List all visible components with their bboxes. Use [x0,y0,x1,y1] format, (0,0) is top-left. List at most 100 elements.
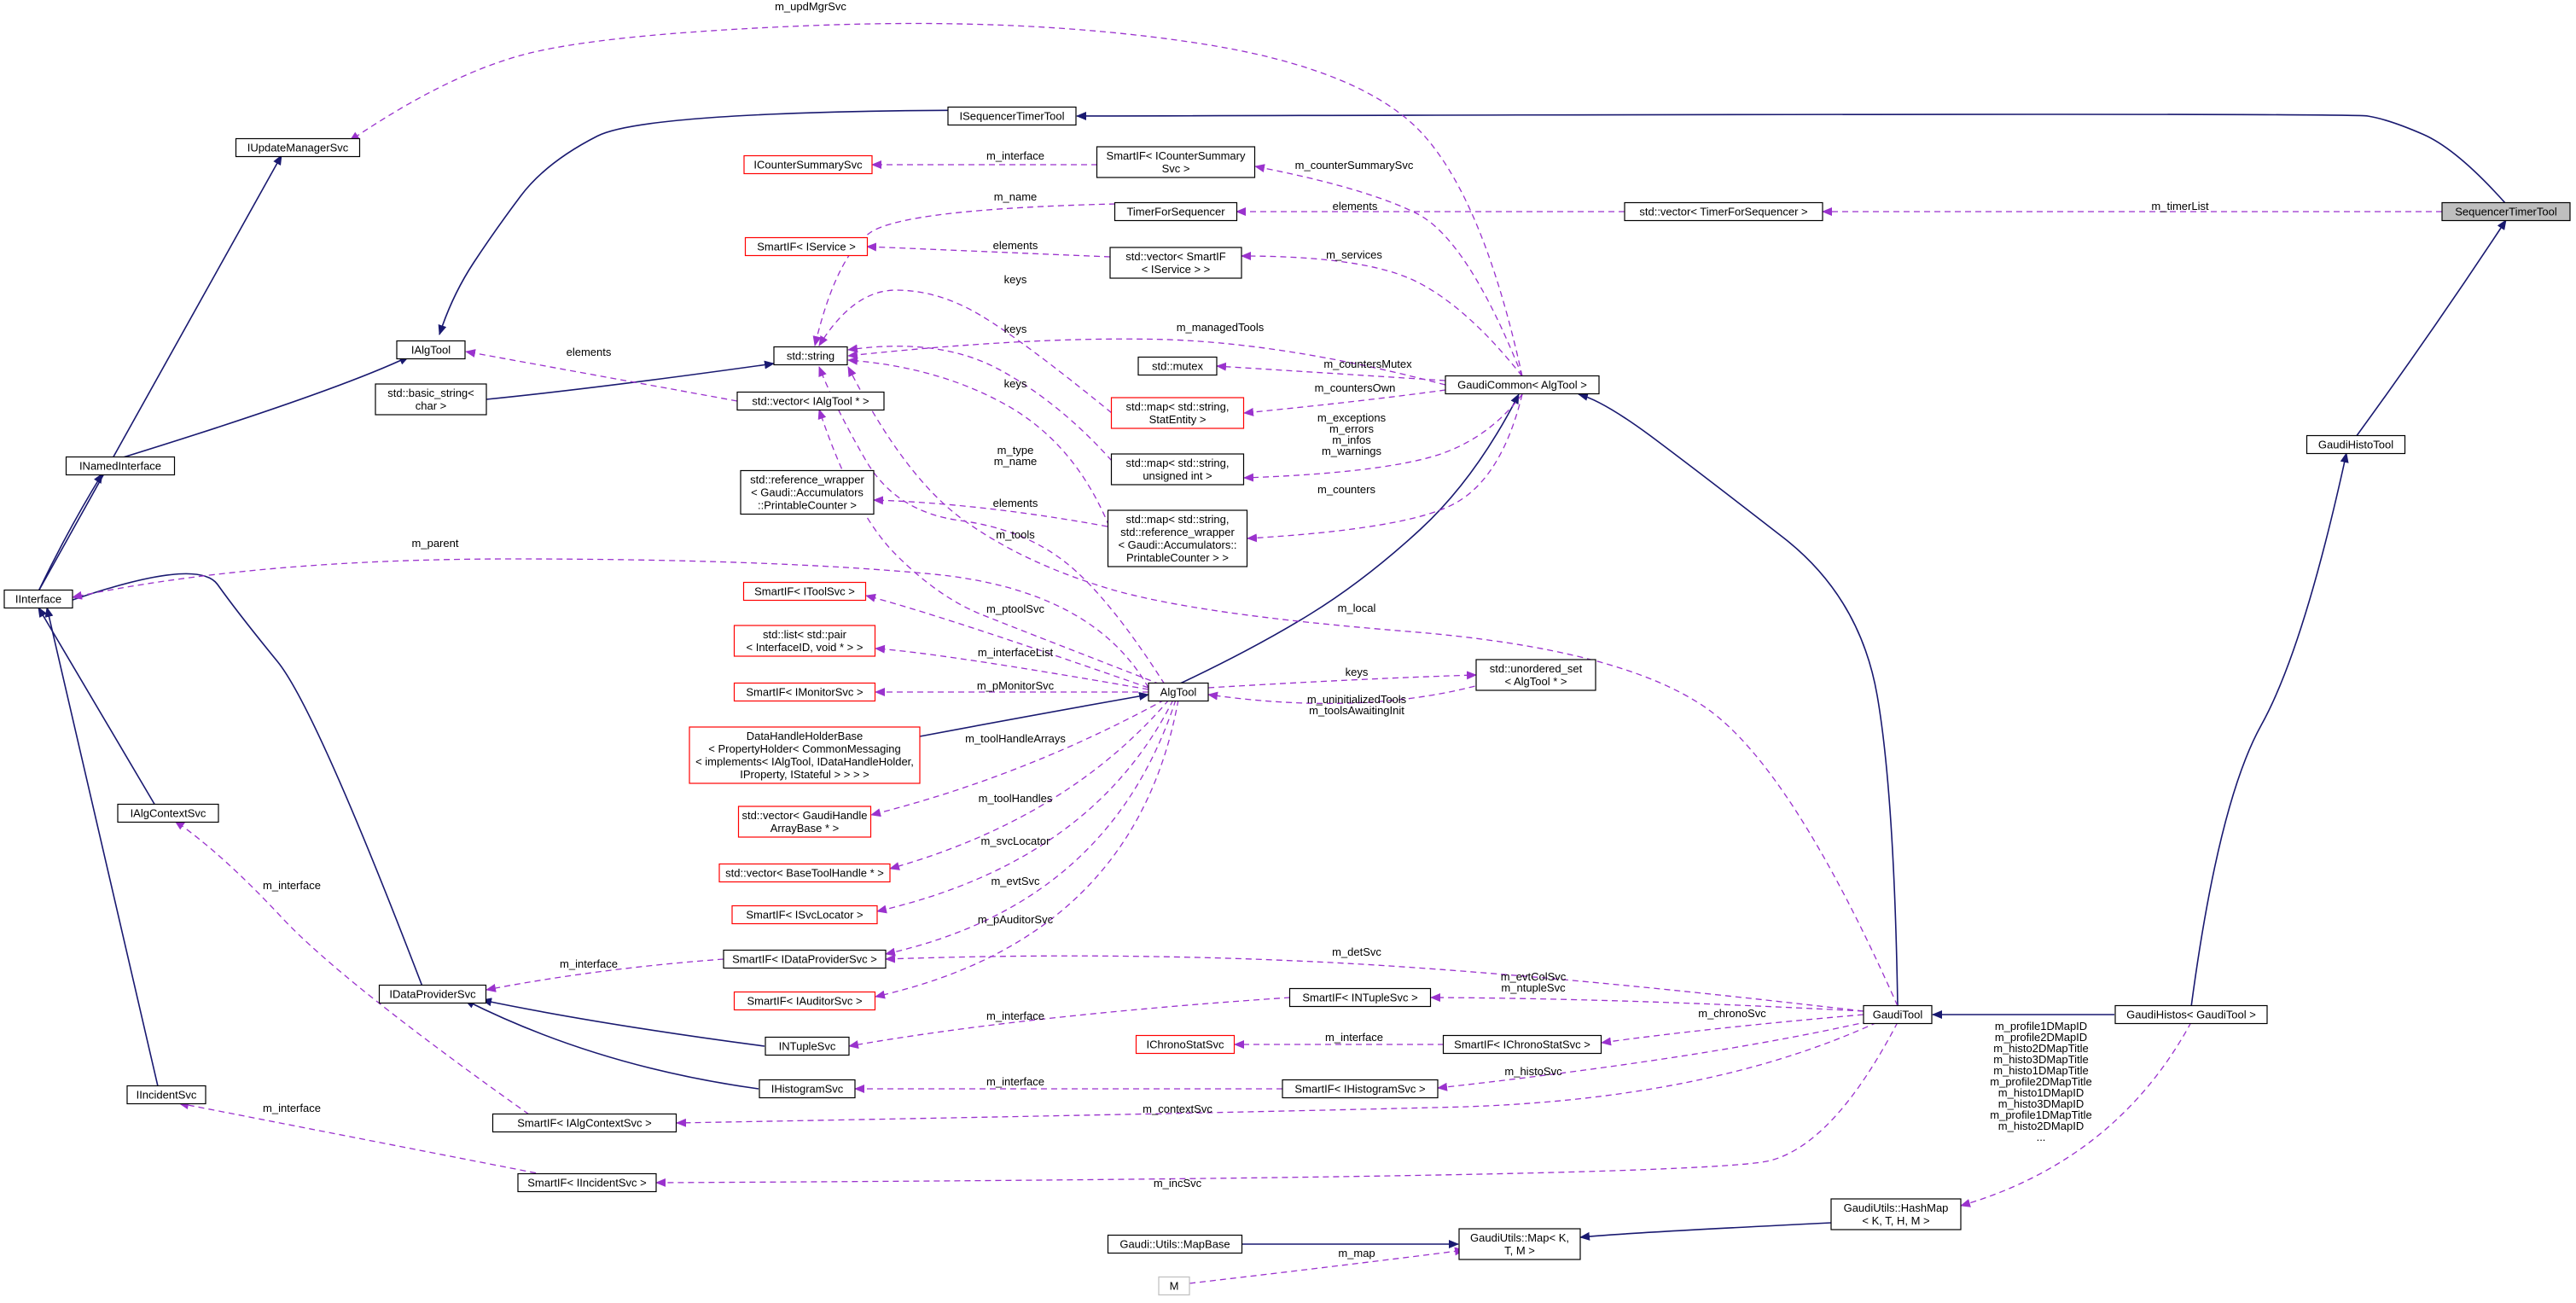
edge-label-line: m_name [994,455,1038,468]
class-node-sequencer-timer-tool[interactable]: SequencerTimerTool [2441,201,2571,222]
edge-label: m_pMonitorSvc [977,679,1055,692]
node-label-line: < AlgTool * > [1505,675,1567,688]
class-node-iupdate-manager-svc[interactable]: IUpdateManagerSvc [235,137,361,158]
edge-label: m_ptoolSvc [986,602,1044,615]
node-label: IIncidentSvc [137,1089,197,1102]
node-label-line: SmartIF< IAlgContextSvc > [517,1117,652,1130]
node-box [1624,201,1823,222]
class-node-ichrono-stat-svc[interactable]: IChronoStatSvc [1135,1034,1236,1055]
edge-label-line: m_detSvc [1332,945,1381,958]
class-node-basic-string[interactable]: std::basic_string<char > [375,383,487,416]
node-label: DataHandleHolderBase< PropertyHolder< Co… [695,730,914,781]
class-node-data-handle-holder-base[interactable]: DataHandleHolderBase< PropertyHolder< Co… [689,726,921,784]
usage-edge-std-mutex-to-gaudi-common-alg-tool [1216,362,1446,381]
class-node-smart-if-ihistogram-svc[interactable]: SmartIF< IHistogramSvc > [1282,1079,1439,1099]
class-node-gaudi-histo-tool[interactable]: GaudiHistoTool [2306,434,2406,455]
edge-label: m_toolHandleArrays [965,732,1066,745]
edge-label: m_tools [996,528,1035,541]
class-node-smart-if-idata-provider-svc[interactable]: SmartIF< IDataProviderSvc > [723,949,887,969]
class-node-ialg-tool[interactable]: IAlgTool [396,340,466,360]
class-node-reference-wrapper[interactable]: std::reference_wrapper< Gaudi::Accumulat… [740,469,875,515]
node-box [1114,201,1238,222]
class-node-map-unsigned[interactable]: std::map< std::string,unsigned int > [1110,453,1245,486]
edge-label-line: elements [567,346,612,358]
node-box [1107,509,1248,567]
edge-label: m_interface [986,149,1044,162]
class-node-smart-if-iservice[interactable]: SmartIF< IService > [744,236,869,257]
class-node-ialg-context-svc[interactable]: IAlgContextSvc [117,803,219,823]
class-node-smart-if-imonitor-svc[interactable]: SmartIF< IMonitorSvc > [733,682,876,702]
class-node-smart-if-iincident-svc[interactable]: SmartIF< IIncidentSvc > [517,1172,657,1193]
node-box [1475,659,1596,691]
class-node-hash-map[interactable]: GaudiUtils::HashMap< K, T, H, M > [1830,1198,1962,1230]
class-node-map-reference-wrapper[interactable]: std::map< std::string,std::reference_wra… [1107,509,1248,567]
class-node-std-string[interactable]: std::string [773,346,848,366]
class-node-map-base[interactable]: Gaudi::Utils::MapBase [1107,1234,1243,1254]
edge-label-line: m_histo3DMapTitle [1993,1053,2089,1066]
node-label-line: std::reference_wrapper [1120,526,1235,538]
class-node-smart-if-ichrono-stat-svc[interactable]: SmartIF< IChronoStatSvc > [1442,1034,1602,1055]
node-label: std::mutex [1152,360,1203,373]
class-node-timer-for-sequencer[interactable]: TimerForSequencer [1114,201,1238,222]
class-node-gaudi-histos-gaudi-tool[interactable]: GaudiHistos< GaudiTool > [2114,1004,2268,1025]
usage-edge-std-string-to-alg-tool [818,366,1166,685]
edge-labels-layer: m_updMgrSvcm_interfacem_counterSummarySv… [263,0,2209,1259]
class-node-vector-ialg-tool[interactable]: std::vector< IAlgTool * > [736,391,885,411]
node-label: std::map< std::string,std::reference_wra… [1118,513,1236,564]
node-label-line: IAlgTool [411,344,451,357]
node-label-line: T, M > [1504,1244,1535,1257]
edge-label: m_detSvc [1332,945,1381,958]
edge-label: m_interface [986,1009,1044,1022]
edge-label-line: keys [1004,323,1027,335]
usage-edge-gaudi-tool-to-std-string [847,366,1899,1007]
class-node-smart-if-isvc-locator[interactable]: SmartIF< ISvcLocator > [731,905,878,925]
node-label-line: GaudiHistos< GaudiTool > [2126,1009,2256,1021]
node-box [1148,682,1209,702]
edge-label: m_map [1338,1247,1375,1259]
class-node-inamed-interface[interactable]: INamedInterface [65,456,176,476]
class-node-isequencer-timer-tool[interactable]: ISequencerTimerTool [947,106,1077,126]
usage-edge-smart-if-iincident-svc-to-iincident-svc [178,1101,547,1176]
class-node-m[interactable]: M [1158,1276,1190,1296]
class-node-smart-if-ialg-context-svc[interactable]: SmartIF< IAlgContextSvc > [491,1113,677,1133]
edge-label-line: elements [1333,200,1378,212]
node-label: GaudiCommon< AlgTool > [1457,379,1587,392]
class-node-smart-if-intuple-svc[interactable]: SmartIF< INTupleSvc > [1288,987,1432,1008]
class-node-vector-base-tool-handle[interactable]: std::vector< BaseToolHandle * > [718,863,891,883]
node-label: SequencerTimerTool [2455,206,2557,218]
edge-label-line: m_pMonitorSvc [977,679,1055,692]
class-node-smart-if-itool-svc[interactable]: SmartIF< IToolSvc > [742,581,867,602]
class-node-alg-tool[interactable]: AlgTool [1148,682,1209,702]
edge-label-line: m_updMgrSvc [775,0,846,13]
class-node-ihistogram-svc[interactable]: IHistogramSvc [759,1079,856,1099]
node-label-line: ICounterSummarySvc [753,159,863,172]
class-node-idata-provider-svc[interactable]: IDataProviderSvc [378,984,487,1004]
class-node-iincident-svc[interactable]: IIncidentSvc [126,1085,206,1105]
node-label-line: M [1170,1280,1179,1293]
edge-label: m_evtSvc [991,875,1040,887]
inheritance-edge-alg-tool-to-gaudi-common-alg-tool [1178,393,1520,685]
class-node-smart-if-iauditor-svc[interactable]: SmartIF< IAuditorSvc > [733,991,876,1011]
class-node-intuple-svc[interactable]: INTupleSvc [765,1036,850,1056]
edge-label-line: m_toolHandles [979,792,1053,805]
class-node-vector-timer-for-sequencer[interactable]: std::vector< TimerForSequencer > [1624,201,1823,222]
class-node-gaudi-utils-map[interactable]: GaudiUtils::Map< K,T, M > [1458,1228,1581,1260]
class-node-unordered-set[interactable]: std::unordered_set< AlgTool * > [1475,659,1596,691]
edges-layer [38,22,2507,1284]
class-node-iinterface[interactable]: IInterface [3,589,73,609]
usage-edge-ialg-tool-to-vector-ialg-tool [465,349,738,402]
inheritance-edge-gaudi-common-alg-tool-to-gaudi-tool [1578,393,1899,1007]
node-label-line: SmartIF< IAuditorSvc > [747,995,862,1008]
class-node-icounter-summary-svc[interactable]: ICounterSummarySvc [743,154,873,175]
class-node-map-stat-entity[interactable]: std::map< std::string,StatEntity > [1110,397,1245,429]
node-label-line: GaudiHistoTool [2318,439,2393,451]
class-node-list-pair[interactable]: std::list< std::pair< InterfaceID, void … [733,625,876,657]
class-node-gaudi-common-alg-tool[interactable]: GaudiCommon< AlgTool > [1445,375,1600,395]
class-node-vector-smart-if-iservice[interactable]: std::vector< SmartIF< IService > > [1109,247,1242,279]
node-label: GaudiUtils::HashMap< K, T, H, M > [1844,1201,1949,1227]
class-node-gaudi-tool[interactable]: GaudiTool [1863,1004,1933,1025]
class-node-std-mutex[interactable]: std::mutex [1137,356,1218,376]
